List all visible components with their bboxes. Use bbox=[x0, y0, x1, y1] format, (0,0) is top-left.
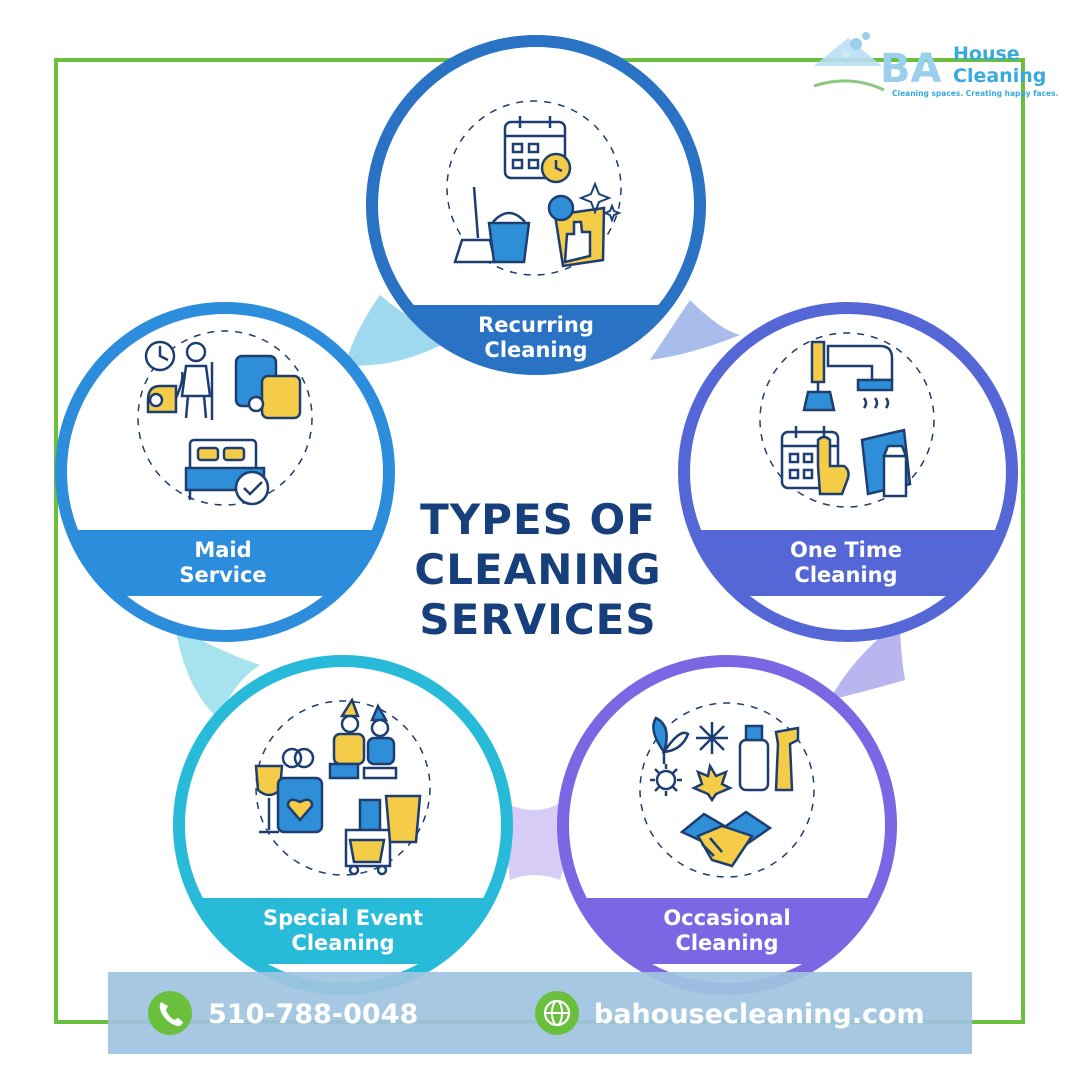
connectors bbox=[175, 295, 905, 880]
clock-icon bbox=[144, 340, 176, 372]
sparkle-icon bbox=[578, 181, 622, 223]
service-label: Recurring bbox=[478, 313, 594, 337]
service-label: One Time bbox=[790, 538, 902, 562]
spray-bottle-icon bbox=[738, 724, 800, 792]
vent-icon bbox=[826, 344, 894, 409]
svg-text:TYPES OF: TYPES OF bbox=[420, 495, 656, 544]
dashed-ring bbox=[446, 100, 622, 276]
service-label: Cleaning bbox=[291, 931, 394, 955]
dashed-ring bbox=[639, 702, 815, 878]
website-link[interactable]: bahousecleaning.com bbox=[594, 999, 925, 1030]
logo-tagline: Cleaning spaces. Creating happy faces. bbox=[892, 89, 1059, 98]
vacuum-icon bbox=[146, 371, 184, 414]
dashed-ring bbox=[759, 332, 935, 508]
service-label: Occasional bbox=[663, 906, 790, 930]
logo-line2: Cleaning bbox=[953, 65, 1046, 87]
bucket-icon bbox=[487, 211, 531, 264]
dashed-ring bbox=[255, 700, 431, 876]
service-maid-service: Maid Service bbox=[55, 302, 395, 642]
service-label: Service bbox=[179, 563, 266, 587]
logo-line1: House bbox=[953, 43, 1020, 65]
wine-glass-icon bbox=[254, 764, 284, 834]
brand-logo: BA House Cleaning Cleaning spaces. Creat… bbox=[813, 32, 1059, 98]
service-label: Special Event bbox=[263, 906, 423, 930]
calendar-clock-icon bbox=[503, 116, 572, 184]
service-special-event-cleaning: Special Event Cleaning bbox=[173, 655, 513, 995]
logo-initials: BA bbox=[880, 46, 941, 92]
contact-bar: 510-788-0048 bahousecleaning.com bbox=[108, 972, 972, 1054]
cleaning-glove-icon bbox=[547, 194, 606, 268]
service-label: Maid bbox=[194, 538, 251, 562]
spray-bottle-icon bbox=[860, 428, 912, 498]
service-one-time-cleaning: One Time Cleaning bbox=[678, 302, 1018, 642]
service-label: Cleaning bbox=[484, 338, 587, 362]
sun-icon bbox=[650, 764, 682, 796]
cleaning-cart-icon bbox=[344, 794, 422, 876]
svg-text:CLEANING: CLEANING bbox=[414, 545, 661, 594]
maple-leaf-icon bbox=[691, 762, 733, 803]
globe-icon bbox=[535, 991, 579, 1035]
snowflake-icon bbox=[696, 722, 728, 754]
check-icon bbox=[234, 470, 270, 506]
svg-text:SERVICES: SERVICES bbox=[419, 595, 656, 644]
party-people-icon bbox=[328, 697, 398, 780]
page-title: TYPES OF CLEANING SERVICES bbox=[414, 495, 661, 644]
leaf-icon bbox=[652, 716, 690, 764]
service-label: Cleaning bbox=[675, 931, 778, 955]
finger-one-icon bbox=[816, 435, 850, 496]
maid-icon bbox=[180, 341, 214, 420]
service-recurring-cleaning: Recurring Cleaning bbox=[366, 35, 706, 375]
phone-number[interactable]: 510-788-0048 bbox=[208, 999, 418, 1030]
duct-brush-icon bbox=[802, 340, 836, 412]
pillows-icon bbox=[234, 354, 302, 420]
dashed-ring bbox=[137, 330, 313, 506]
rings-calendar-icon bbox=[276, 747, 324, 834]
phone-icon bbox=[148, 991, 192, 1035]
service-label: Cleaning bbox=[794, 563, 897, 587]
service-occasional-cleaning: Occasional Cleaning bbox=[557, 655, 897, 995]
handshake-icon bbox=[679, 810, 773, 868]
